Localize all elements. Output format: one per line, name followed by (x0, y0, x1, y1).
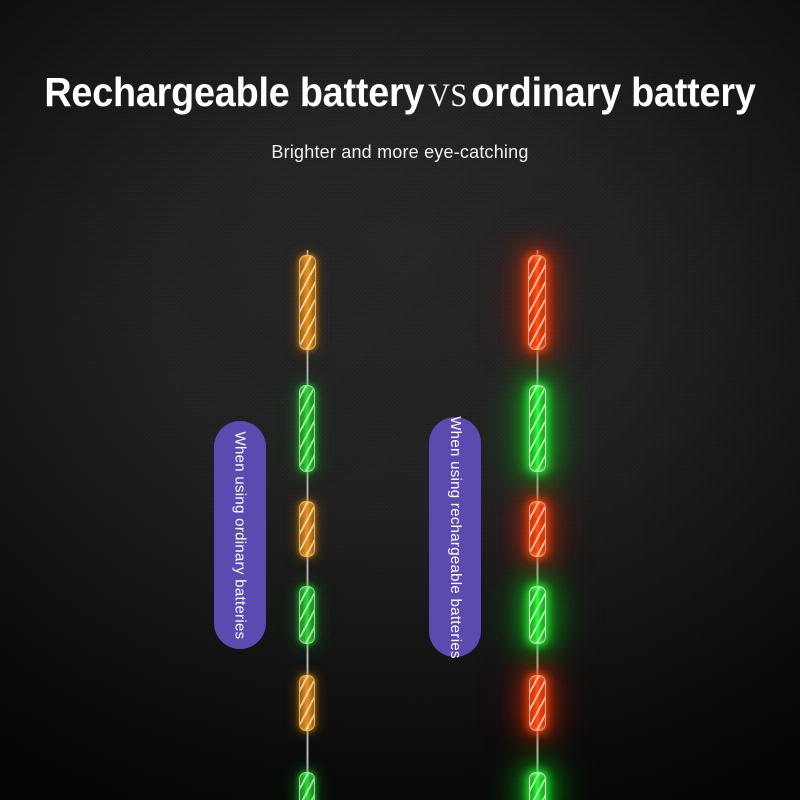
segment-stripe-pattern (529, 386, 545, 471)
float-segment-green (528, 385, 546, 472)
float-segment-orange (299, 501, 315, 557)
callout-badge-ordinary-label: When using ordinary batteries (231, 431, 249, 639)
float-segment-green (528, 586, 546, 644)
title-vs-separator: VS (428, 78, 468, 114)
ordinary-battery-float (277, 250, 337, 800)
rechargeable-battery-float (507, 250, 567, 800)
title-ordinary: ordinary battery (471, 69, 756, 115)
segment-stripe-pattern (529, 587, 545, 643)
float-segment-green (299, 385, 315, 472)
float-segment-green (299, 586, 315, 644)
segment-stripe-pattern (300, 676, 314, 730)
segment-stripe-pattern (529, 773, 545, 800)
float-segment-orange (298, 255, 316, 350)
segment-stripe-pattern (300, 587, 314, 643)
float-segment-green (299, 772, 315, 800)
callout-badge-rechargeable-label: When using rechargeable batteries (446, 415, 464, 659)
segment-stripe-pattern (300, 386, 314, 471)
title-rechargeable: Rechargeable battery (44, 69, 425, 115)
float-segment-orange (528, 675, 546, 731)
callout-badge-ordinary: When using ordinary batteries (214, 421, 266, 649)
segment-stripe-pattern (300, 773, 314, 800)
float-segment-orange (299, 675, 315, 731)
segment-stripe-pattern (300, 502, 314, 556)
segment-stripe-pattern (529, 502, 545, 556)
float-segment-orange (528, 501, 546, 557)
segment-stripe-pattern (529, 256, 545, 349)
float-segment-orange (528, 255, 546, 350)
segment-stripe-pattern (299, 256, 315, 349)
segment-stripe-pattern (529, 676, 545, 730)
page-subtitle: Brighter and more eye-catching (271, 142, 529, 162)
float-segment-green (528, 772, 546, 800)
callout-badge-rechargeable: When using rechargeable batteries (429, 415, 481, 659)
